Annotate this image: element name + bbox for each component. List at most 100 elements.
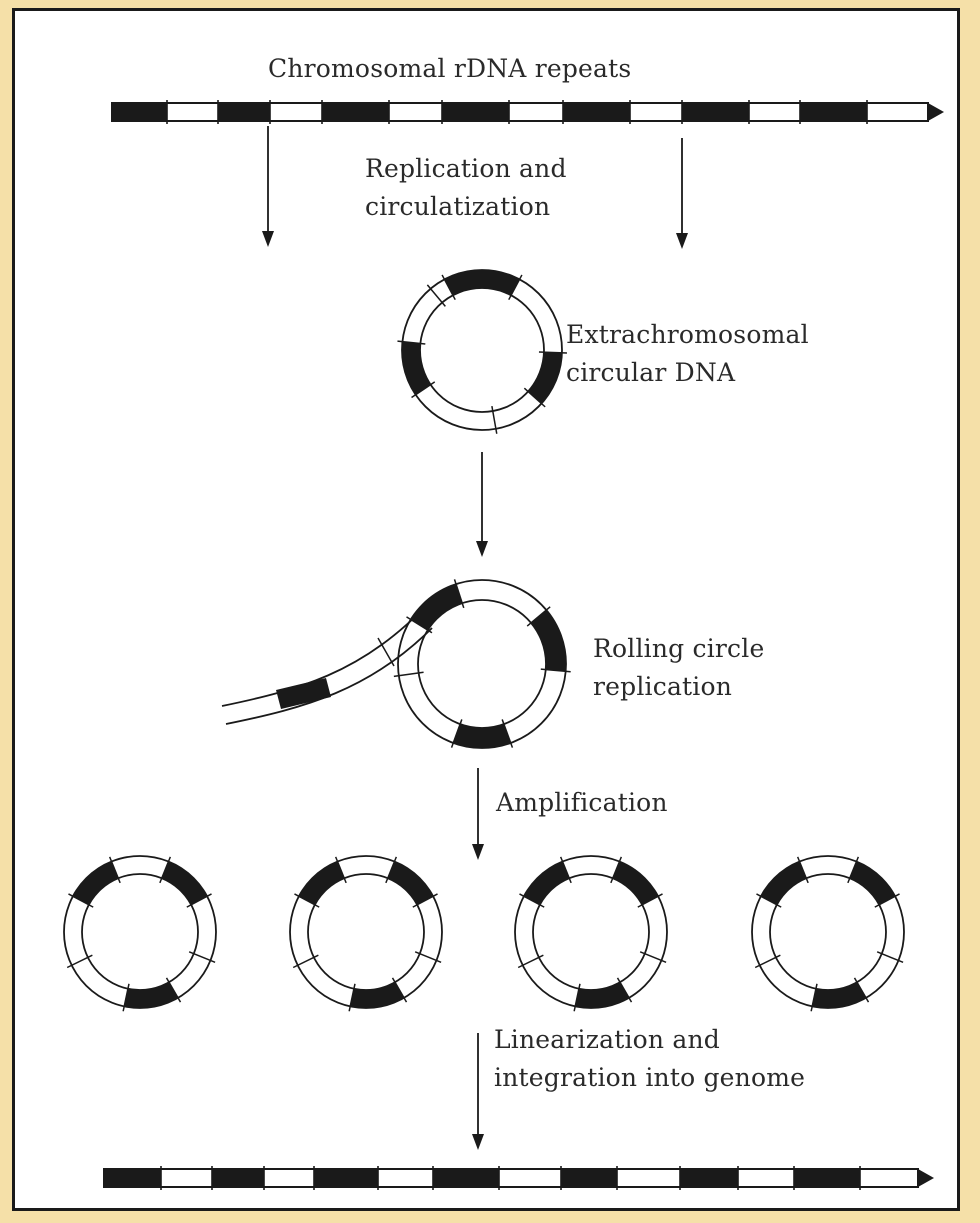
ring-dark-block	[531, 610, 566, 672]
label-rolling-circle: Rolling circle	[593, 634, 765, 663]
ring-tick	[540, 668, 571, 673]
amplified-circle-2	[289, 855, 443, 1012]
ring-dark-block	[444, 270, 520, 296]
ring-tick	[66, 954, 93, 969]
ring-tick	[393, 671, 424, 678]
label-circular-dna: circular DNA	[566, 358, 736, 387]
ring-dark-block	[124, 982, 178, 1008]
process-arrows	[262, 126, 688, 1150]
ring-dark-block	[410, 584, 463, 631]
ring-tick	[165, 977, 182, 1003]
ring-tick	[294, 893, 320, 908]
label-integration: integration into genome	[494, 1063, 806, 1092]
ring-dark-block	[575, 982, 629, 1008]
arrow-head	[472, 844, 484, 860]
dark-repeat-block	[800, 103, 867, 121]
ring-tick	[188, 951, 216, 964]
ring-tick	[122, 983, 130, 1012]
arrow-head	[262, 231, 274, 247]
dark-repeat-block	[433, 1169, 499, 1187]
ring-tick	[406, 616, 433, 634]
label-circulatization: circulatization	[365, 192, 551, 221]
ring-tick	[397, 340, 426, 345]
label-linearization: Linearization and	[494, 1025, 720, 1054]
ring-tick	[491, 406, 498, 434]
dark-repeat-block	[104, 1169, 161, 1187]
ring-tick	[441, 274, 456, 301]
ring-dark-block	[402, 341, 431, 395]
ring-tick	[391, 977, 408, 1003]
ring-tick	[508, 274, 523, 301]
arrow-head	[676, 233, 688, 249]
dark-repeat-block	[794, 1169, 860, 1187]
ring-tick	[573, 983, 581, 1012]
ring-inner	[419, 287, 545, 413]
amplified-circle-1	[63, 855, 217, 1012]
dark-repeat-block	[112, 103, 167, 121]
ring-tick	[538, 351, 567, 354]
ring-tick	[501, 719, 514, 748]
ring-dark-block	[161, 861, 208, 905]
integrated-rdna-bar	[103, 1166, 934, 1190]
ring-tick	[637, 893, 663, 908]
ring-tick	[159, 856, 172, 884]
tail-strand-outer	[221, 611, 421, 707]
extrachromosomal-circle	[397, 269, 567, 434]
arrow-head	[472, 1134, 484, 1150]
ring-tick	[68, 893, 94, 908]
ring-outer	[401, 269, 563, 431]
dark-repeat-block	[442, 103, 509, 121]
ring-tick	[639, 951, 667, 964]
ring-tick	[853, 977, 870, 1003]
ring-tick	[348, 983, 356, 1012]
dark-repeat-block	[218, 103, 270, 121]
amplified-circles	[63, 855, 905, 1012]
ring-tick	[559, 856, 572, 884]
ring-dark-block	[528, 352, 562, 404]
dark-repeat-block	[314, 1169, 378, 1187]
dark-repeat-block	[561, 1169, 617, 1187]
dark-repeat-block	[680, 1169, 738, 1187]
ring-dark-block	[612, 861, 659, 905]
ring-tick	[292, 954, 319, 969]
ring-tick	[610, 856, 623, 884]
tail-dark-block	[276, 678, 331, 709]
ring-tick	[519, 893, 545, 908]
ring-dark-block	[523, 861, 570, 905]
ring-tick	[412, 893, 438, 908]
ring-tick	[450, 719, 463, 748]
label-amplification: Amplification	[496, 788, 668, 817]
label-extrachromosomal: Extrachromosomal	[566, 320, 809, 349]
bar-end-cap	[918, 1169, 934, 1187]
tail-strand-inner	[225, 627, 433, 725]
dark-repeat-block	[322, 103, 389, 121]
ring-dark-block	[387, 861, 434, 905]
diagram-panel	[12, 8, 960, 1211]
ring-dark-block	[72, 861, 119, 905]
ring-dark-block	[298, 861, 345, 905]
arrow-head	[476, 541, 488, 557]
ring-inner	[81, 873, 199, 991]
label-replication: Replication and	[365, 154, 567, 183]
ring-inner	[417, 599, 547, 729]
ring-inner	[769, 873, 887, 991]
ring-tick	[616, 977, 633, 1003]
ring-tick	[453, 579, 465, 609]
ring-tick	[385, 856, 398, 884]
ring-tick	[334, 856, 347, 884]
ring-dark-block	[812, 982, 866, 1008]
ring-dark-block	[760, 861, 807, 905]
ring-tick	[426, 284, 446, 307]
ring-tick	[876, 951, 904, 964]
ring-tick	[414, 951, 442, 964]
label-replication-2: replication	[593, 672, 733, 701]
ring-tick	[754, 954, 781, 969]
rolling-circle	[221, 579, 571, 749]
ring-tick	[810, 983, 818, 1012]
dark-repeat-block	[212, 1169, 264, 1187]
tail-tick	[377, 637, 395, 667]
ring-tick	[796, 856, 809, 884]
dark-repeat-block	[563, 103, 630, 121]
ring-dark-block	[453, 724, 511, 749]
